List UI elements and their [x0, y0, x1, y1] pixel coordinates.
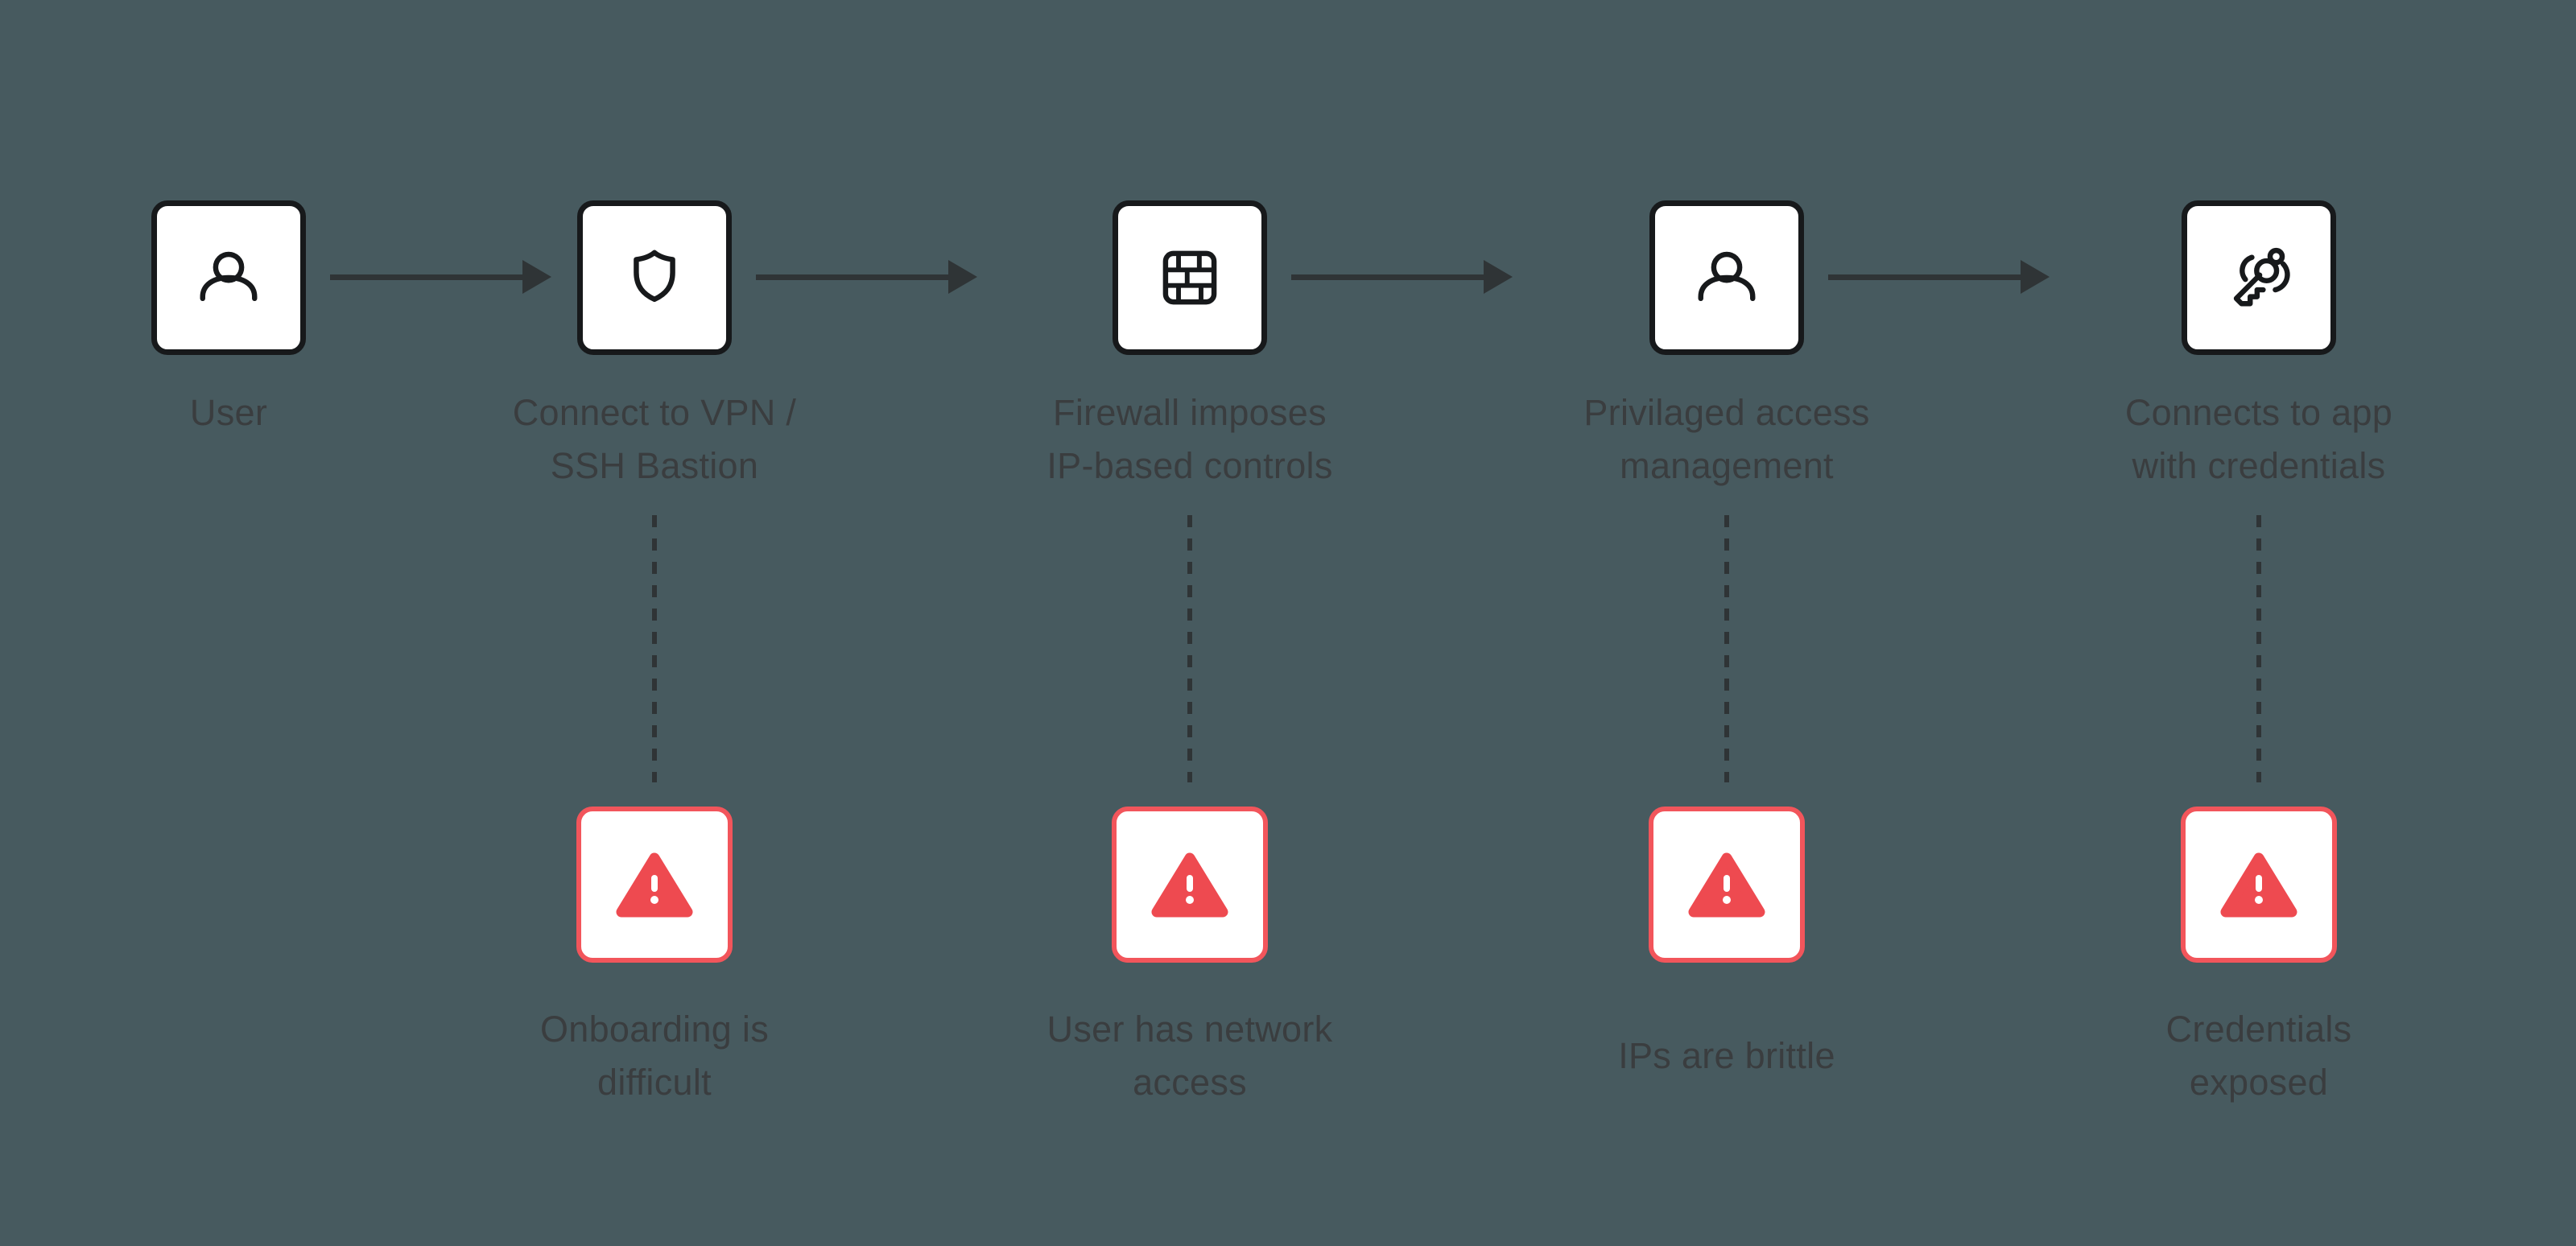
- node-label: Connect to VPN / SSH Bastion: [512, 392, 797, 486]
- warning-icon: [2220, 852, 2297, 918]
- warning-box: [1649, 807, 1805, 963]
- warning-icon: [1151, 852, 1228, 918]
- node-label: Firewall imposes IP-based controls: [1046, 392, 1333, 486]
- dashed-connector: [1724, 515, 1729, 782]
- warning-label: IPs are brittle: [1618, 1035, 1835, 1076]
- arrow-head-icon: [2021, 260, 2050, 294]
- node-box-pam: [1649, 200, 1804, 355]
- node-box-credentials: [2182, 200, 2336, 355]
- warning-icon: [1688, 852, 1765, 918]
- shield-icon: [634, 250, 675, 303]
- keys-icon: [2233, 247, 2290, 307]
- user-icon: [200, 251, 258, 302]
- firewall-icon: [1162, 250, 1217, 305]
- node-label: User: [189, 392, 268, 433]
- arrow-line: [330, 274, 522, 280]
- node-label: Connects to app with credentials: [2124, 392, 2393, 486]
- arrow-head-icon: [522, 260, 551, 294]
- dashed-connector: [1187, 515, 1192, 782]
- node-box-firewall: [1113, 200, 1267, 355]
- warning-box: [2181, 807, 2337, 963]
- user-icon: [1698, 251, 1756, 302]
- dashed-connector: [2256, 515, 2261, 782]
- node-box-vpn: [577, 200, 732, 355]
- arrow-line: [756, 274, 948, 280]
- node-label: Privilaged access management: [1583, 392, 1870, 486]
- flow-arrow: [330, 258, 551, 295]
- flow-arrow: [1828, 258, 2050, 295]
- warning-label: Onboarding is difficult: [539, 1009, 770, 1103]
- flow-arrow: [1291, 258, 1513, 295]
- warning-label: Credentials exposed: [2165, 1009, 2352, 1103]
- warning-icon: [616, 852, 693, 918]
- arrow-head-icon: [1484, 260, 1513, 294]
- arrow-line: [1291, 274, 1484, 280]
- node-box-user: [151, 200, 306, 355]
- warning-label: User has network access: [1046, 1009, 1333, 1103]
- flow-arrow: [756, 258, 977, 295]
- warning-box: [1112, 807, 1268, 963]
- arrow-head-icon: [948, 260, 977, 294]
- arrow-line: [1828, 274, 2021, 280]
- dashed-connector: [652, 515, 657, 782]
- warning-box: [576, 807, 733, 963]
